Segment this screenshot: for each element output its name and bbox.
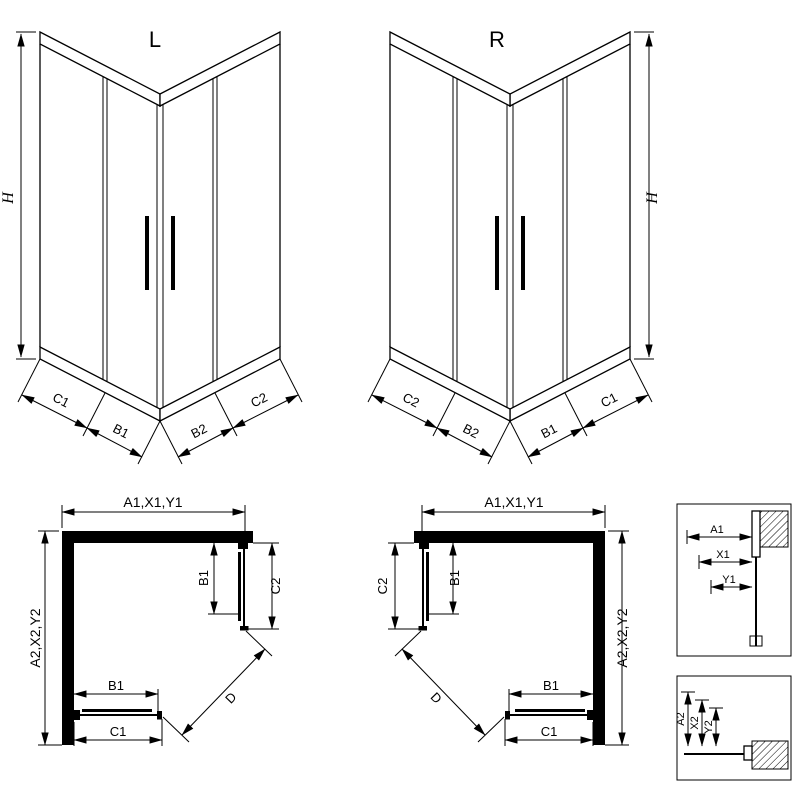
dim-label-c2-left: C2	[248, 390, 270, 411]
dim-label-c1-left: C1	[50, 390, 72, 411]
plan-right-depth-label: A2,X2,Y2	[614, 608, 630, 667]
dim-label-h-left: H	[0, 191, 17, 205]
detail-y1-label: Y1	[722, 574, 735, 586]
variant-right-label: R	[489, 27, 505, 52]
dim-label-c1-right: C1	[598, 390, 620, 411]
detail-box-depth: A2 X2 Y2	[675, 675, 792, 781]
plan-view-right	[388, 505, 629, 746]
plan-left-d-label: D	[222, 689, 239, 706]
plan-right-d-label: D	[428, 689, 445, 706]
dim-label-b1-right: B1	[538, 421, 559, 442]
plan-right-labels: A1,X1,Y1 A2,X2,Y2 C2 B1 B1 C1 D	[375, 494, 630, 739]
plan-left-depth-label: A2,X2,Y2	[27, 608, 43, 667]
iso-left-labels: L H C1 B1 B2 C2	[0, 27, 270, 441]
plan-right-b1h-label: B1	[543, 678, 559, 693]
dim-label-c2-right: C2	[400, 390, 422, 411]
plan-left-width-label: A1,X1,Y1	[123, 494, 182, 510]
detail-x1-label: X1	[716, 549, 729, 561]
dim-label-b1-left: B1	[111, 421, 132, 442]
detail-box-width: A1 X1 Y1	[676, 503, 792, 657]
detail-y2-label: Y2	[703, 720, 715, 733]
variant-left-label: L	[149, 27, 161, 52]
plan-left-labels: A1,X1,Y1 A2,X2,Y2 B1 C2 B1 C1 D	[27, 494, 283, 739]
detail-a2-label: A2	[675, 712, 687, 725]
iso-right-labels: R H C2 B2 B1 C1	[400, 27, 661, 441]
plan-left-c1-label: C1	[110, 724, 127, 739]
dim-label-b2-right: B2	[461, 421, 482, 442]
wall-section	[759, 510, 789, 548]
plan-right-c1-label: C1	[541, 724, 558, 739]
detail-a1-label: A1	[710, 524, 723, 536]
dim-label-h-right: H	[644, 191, 661, 205]
plan-view-left	[38, 505, 279, 746]
clamp-detail	[749, 635, 763, 647]
plan-left-b1h-label: B1	[108, 678, 124, 693]
plan-left-c2-label: C2	[268, 578, 283, 595]
plan-left-b1v-label: B1	[196, 570, 211, 586]
plan-right-c2-label: C2	[375, 578, 390, 595]
plan-right-width-label: A1,X1,Y1	[484, 494, 543, 510]
wall-section	[751, 740, 789, 770]
dim-label-b2-left: B2	[188, 421, 209, 442]
detail-x2-label: X2	[689, 716, 701, 729]
profile-section	[751, 510, 761, 558]
plan-right-b1v-label: B1	[447, 570, 462, 586]
profile-section	[743, 745, 753, 761]
